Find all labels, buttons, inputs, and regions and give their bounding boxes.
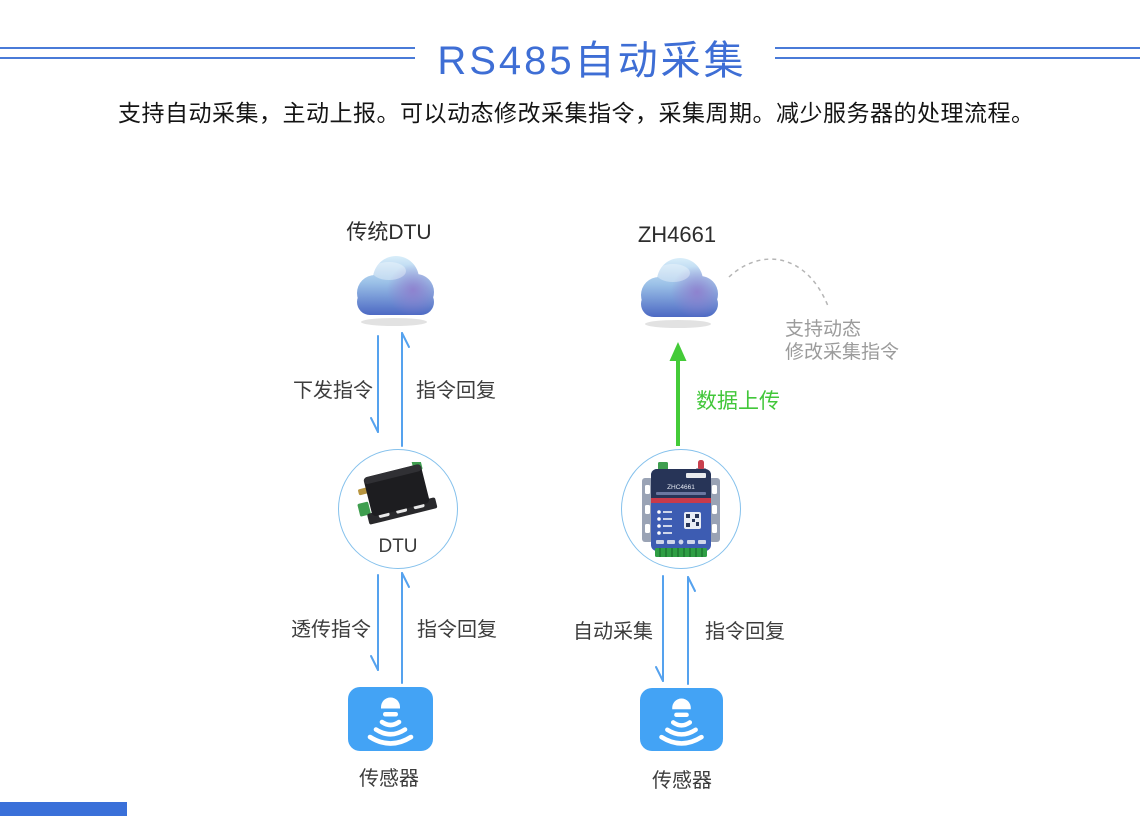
cloud-shadow — [361, 318, 427, 326]
header-line-right — [775, 47, 1140, 59]
dtu-device-icon — [357, 462, 438, 525]
right-arrow-up-bottom-label: 指令回复 — [705, 621, 785, 643]
cloud-icon — [357, 256, 434, 326]
arrow-down-icon — [655, 575, 664, 682]
dynamic-note: 支持动态 修改采集指令 — [785, 318, 899, 364]
device-model-text: ZHC4661 — [667, 484, 695, 491]
left-arrow-up-top-label: 指令回复 — [416, 380, 496, 402]
dtu-device-circle: DTU — [338, 449, 458, 569]
right-arrow-down-bottom-label: 自动采集 — [573, 621, 653, 643]
right-sensor-label: 传感器 — [652, 770, 712, 792]
cloud-icon — [641, 258, 718, 328]
intro-paragraph: 支持自动采集，主动上报。可以动态修改采集指令，采集周期。减少服务器的处理流程。 — [118, 100, 1035, 126]
left-sensor-label: 传感器 — [359, 768, 419, 790]
dtu-device-label: DTU — [378, 536, 418, 557]
arrow-up-icon — [401, 572, 410, 684]
arrow-up-icon — [687, 576, 696, 685]
dashed-note-connector — [728, 258, 829, 307]
upload-label: 数据上传 — [696, 390, 780, 413]
upload-arrow-icon — [669, 342, 687, 446]
header-line-left — [0, 47, 415, 59]
left-arrow-down-bottom-label: 透传指令 — [291, 619, 371, 641]
bottom-accent-bar — [0, 802, 127, 816]
zh4661-device-circle: ZHC4661 — [621, 449, 741, 569]
zh4661-device-icon: ZHC4661 — [642, 460, 720, 557]
left-cloud-label: 传统DTU — [346, 221, 432, 244]
cloud-shadow — [645, 320, 711, 328]
sensor-icon — [348, 687, 433, 751]
page-title: RS485自动采集 — [437, 39, 747, 83]
right-cloud-label: ZH4661 — [637, 222, 717, 247]
dynamic-note-line2: 修改采集指令 — [785, 342, 900, 363]
sensor-icon — [640, 688, 723, 751]
left-arrow-up-bottom-label: 指令回复 — [417, 619, 497, 641]
left-arrow-down-top-label: 下发指令 — [293, 380, 373, 402]
arrow-up-icon — [401, 332, 410, 447]
dynamic-note-line1: 支持动态 — [785, 319, 862, 340]
arrow-down-icon — [370, 574, 379, 671]
